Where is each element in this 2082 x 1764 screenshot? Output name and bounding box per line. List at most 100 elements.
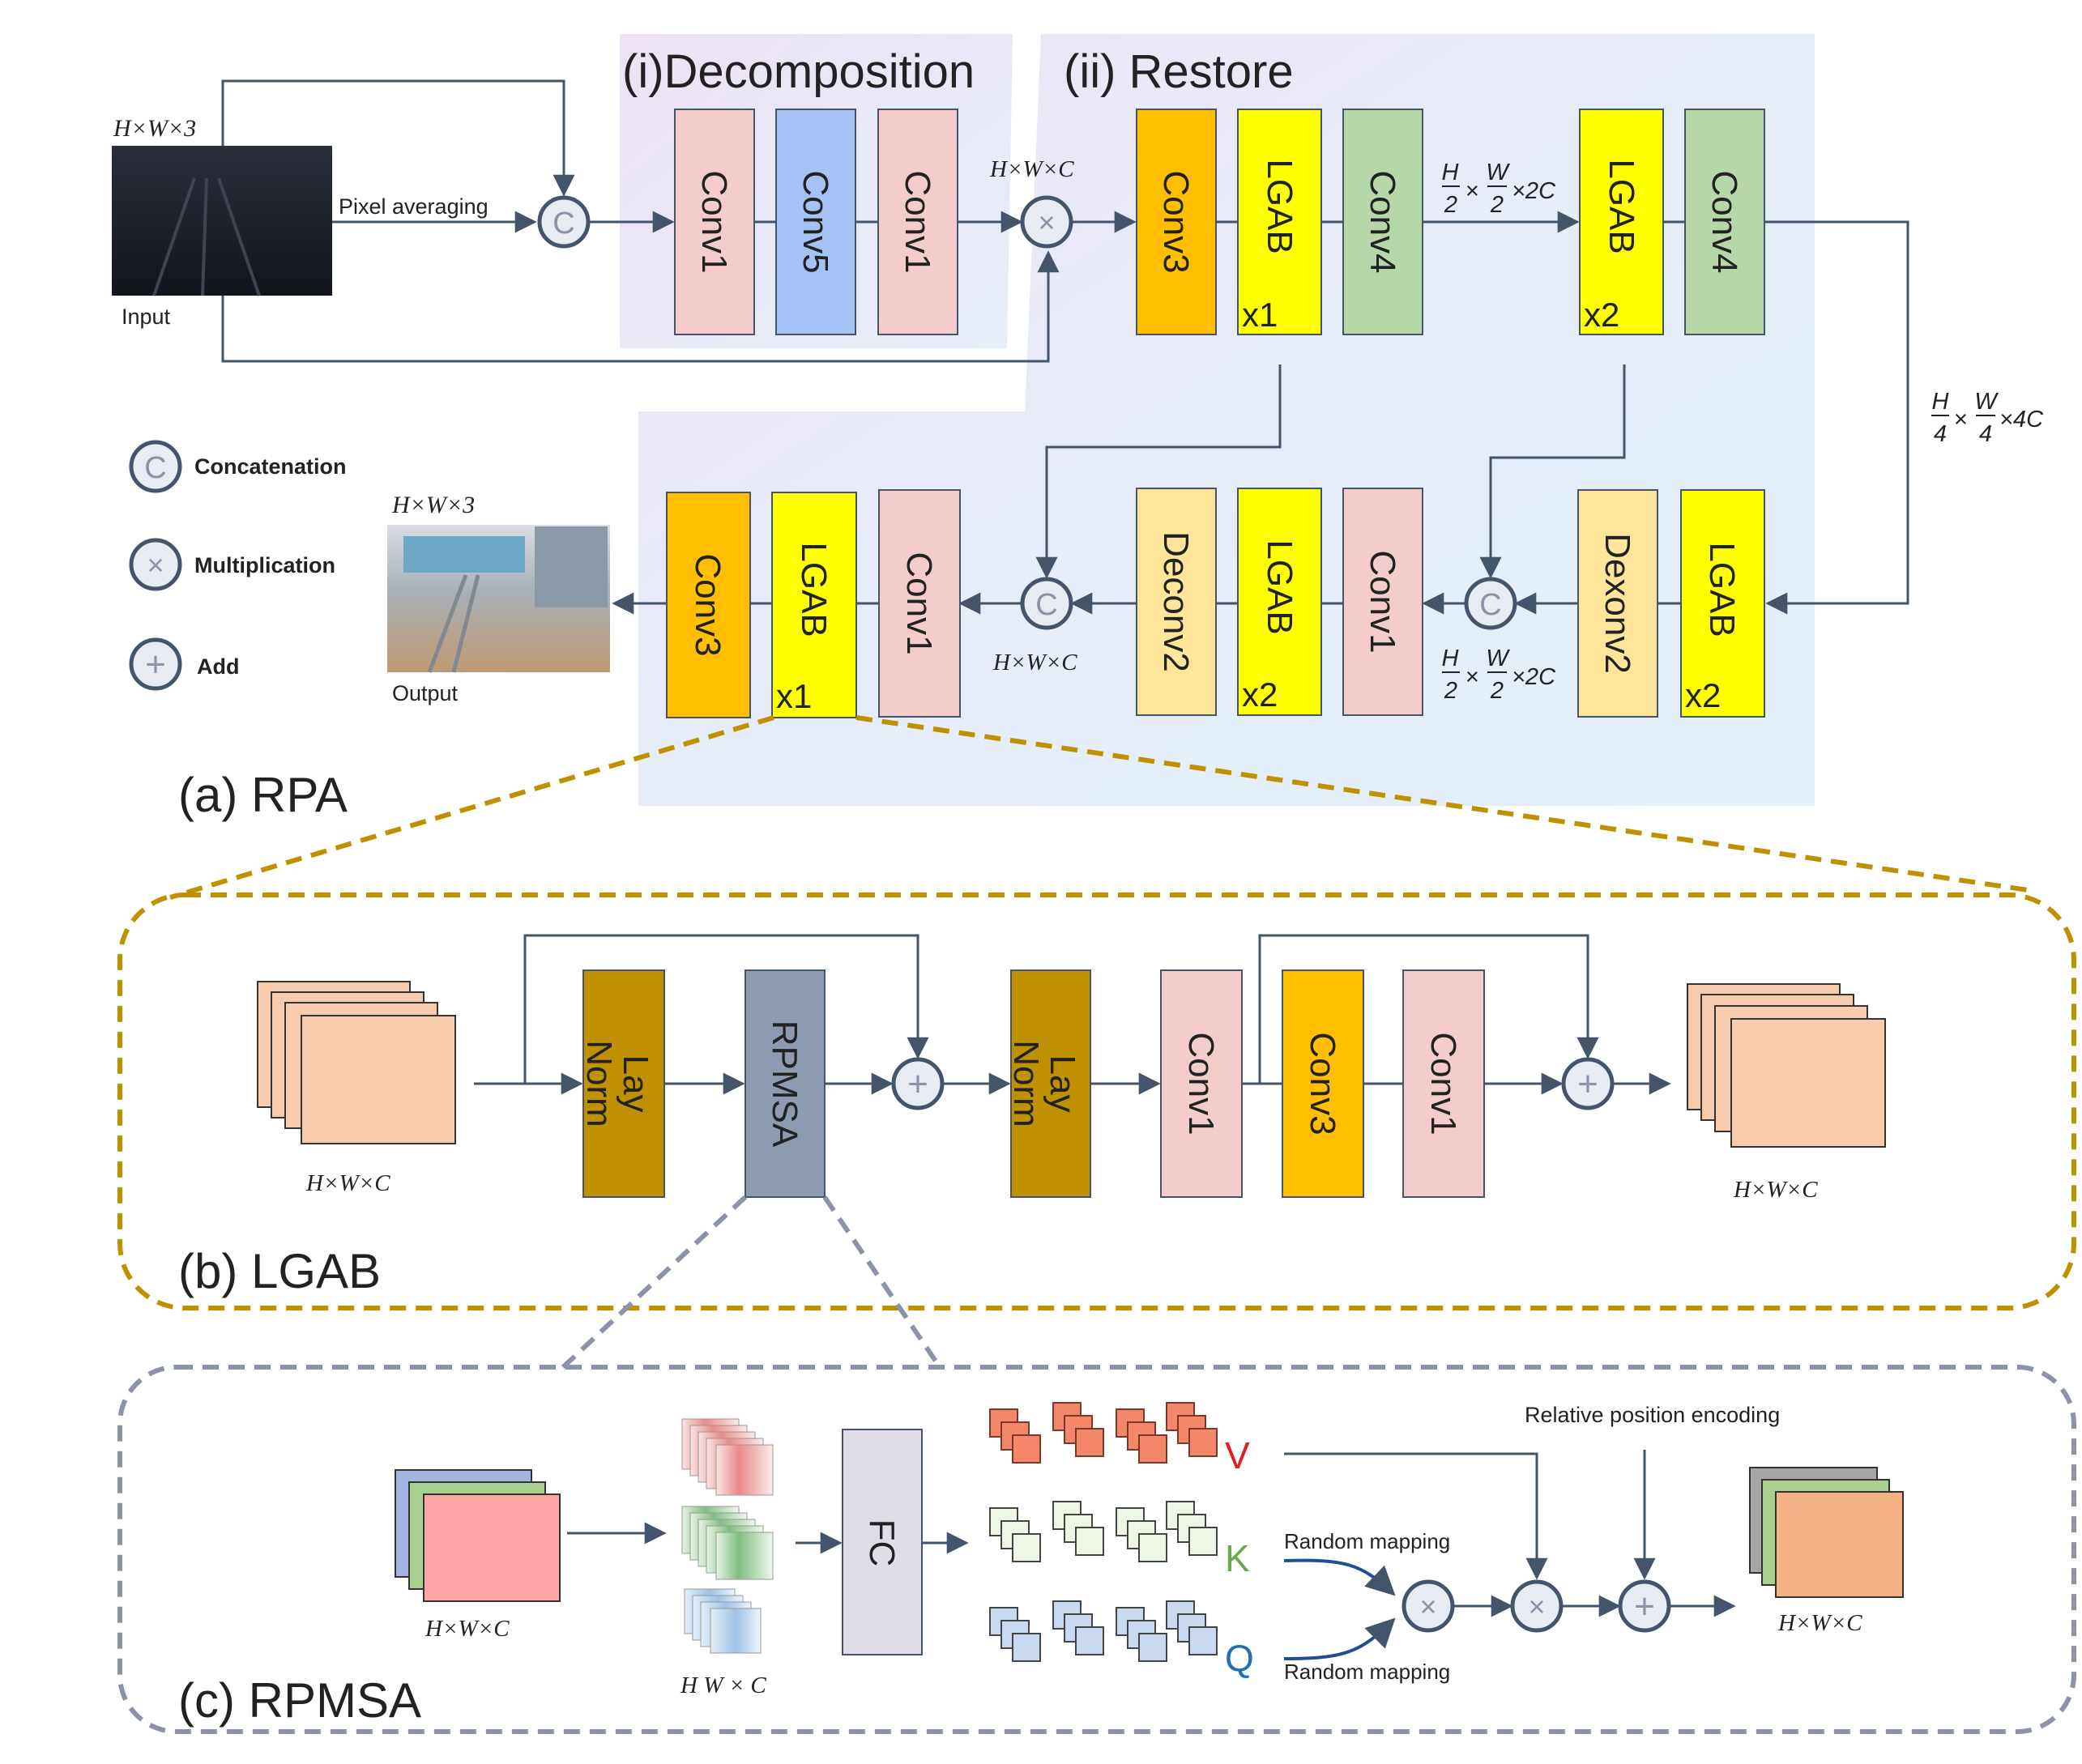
lgab-output-stack: [1687, 983, 1886, 1148]
lgab-add-node-2: +: [1561, 1057, 1615, 1110]
token-square: [1188, 1428, 1218, 1457]
svg-text:LGAB: LGAB: [1260, 539, 1299, 634]
output-image-details: [403, 526, 608, 673]
relative-position-label: Relative position encoding: [1525, 1403, 1780, 1427]
lgab-conv1-a: Conv1: [1160, 969, 1243, 1198]
output-label: Output: [392, 681, 459, 705]
random-mapping-bottom: Random mapping: [1284, 1660, 1450, 1684]
svg-text:Conv1: Conv1: [899, 552, 939, 654]
svg-text:Conv5: Conv5: [796, 170, 835, 273]
dim-quarter-4c: H 4 × W 4 ×4C: [1931, 389, 2044, 447]
svg-text:x2: x2: [1242, 675, 1278, 714]
token-square: [1012, 1633, 1041, 1662]
v-label: V: [1225, 1434, 1250, 1476]
svg-text:LGAB: LGAB: [794, 542, 834, 637]
k-label: K: [1225, 1537, 1250, 1579]
svg-text:×: ×: [1419, 1590, 1436, 1623]
decomp-conv1-a: Conv1: [674, 109, 755, 335]
random-mapping-curve-bottom: [1283, 1617, 1396, 1660]
token-square: [1012, 1533, 1041, 1562]
restore-conv3-bottom: Conv3: [666, 492, 751, 718]
restore-conv1-right: Conv1: [1342, 488, 1423, 716]
svg-text:2: 2: [1490, 192, 1504, 218]
svg-text:2: 2: [1444, 678, 1457, 704]
v-to-mult: [1284, 1452, 1548, 1580]
svg-text:×: ×: [1466, 178, 1479, 204]
svg-text:FC: FC: [862, 1519, 902, 1567]
svg-text:×: ×: [1466, 664, 1479, 690]
heatmap-stack-red: [681, 1418, 774, 1496]
lgab-skip-2: [1242, 934, 1599, 1085]
dim-half-2c-bottom: H 2 × W 2 ×2C: [1442, 646, 1557, 704]
token-square: [1012, 1434, 1041, 1464]
svg-text:Norm: Norm: [579, 1040, 619, 1127]
k-token-cluster: [989, 1501, 1218, 1562]
zoom2-line-right: [822, 1195, 942, 1369]
input-label: Input: [122, 305, 171, 329]
restore-deconv2: Deconv2: [1136, 488, 1217, 716]
input-skip-to-concat: [221, 79, 575, 197]
svg-text:×: ×: [147, 548, 164, 582]
svg-text:H: H: [1442, 160, 1459, 185]
svg-text:H: H: [1932, 389, 1949, 415]
svg-text:4: 4: [1934, 421, 1947, 447]
svg-text:×: ×: [1528, 1590, 1545, 1623]
legend-add-icon: [129, 637, 182, 691]
restore-lgab-x2-bottom-right: LGAB x2: [1680, 489, 1765, 718]
restore-conv4-a: Conv4: [1342, 109, 1423, 335]
zoom-line-right: [855, 715, 2034, 893]
token-square: [1075, 1626, 1104, 1655]
q-token-cluster: [989, 1600, 1218, 1662]
rpmsa-panel: [117, 1365, 2076, 1734]
token-square: [1138, 1533, 1167, 1562]
svg-text:LGAB: LGAB: [1260, 159, 1299, 254]
input-image: [112, 146, 332, 296]
svg-text:×: ×: [1038, 206, 1055, 239]
svg-text:2: 2: [1490, 678, 1504, 704]
lgab-panel: [117, 893, 2076, 1310]
svg-text:W: W: [1974, 389, 1999, 415]
skip-lgab1-down: [1035, 364, 1282, 579]
svg-text:Norm: Norm: [1006, 1040, 1046, 1127]
svg-text:Dexonv2: Dexonv2: [1598, 533, 1637, 674]
legend-mult-icon: [129, 538, 182, 591]
token-square: [1138, 1633, 1167, 1662]
svg-text:x1: x1: [776, 677, 812, 715]
heatmap-stack-blue: [684, 1588, 762, 1654]
restore-conv1-left: Conv1: [878, 489, 961, 718]
svg-text:×: ×: [1954, 407, 1968, 432]
zoom2-line-left: [561, 1195, 748, 1370]
token-square: [1075, 1428, 1104, 1457]
restore-lgab-x2-top: LGAB x2: [1579, 109, 1664, 335]
restore-title: (ii) Restore: [1064, 45, 1294, 98]
svg-text:C: C: [1035, 588, 1057, 622]
legend-concatenation: Concatenation: [194, 454, 347, 479]
svg-text:Conv4: Conv4: [1363, 170, 1402, 273]
svg-text:W: W: [1486, 160, 1510, 185]
svg-text:x2: x2: [1685, 676, 1721, 714]
arrow-bottleneck: [1764, 220, 1909, 615]
rpmsa-caption: (c) RPMSA: [178, 1673, 421, 1728]
lgab-laynorm-2: Lay Norm: [1006, 969, 1091, 1198]
svg-text:Conv3: Conv3: [1156, 170, 1196, 273]
svg-text:Conv1: Conv1: [1181, 1032, 1221, 1135]
restore-lgab-x2-bottom-mid: LGAB x2: [1237, 488, 1322, 716]
rpmsa-input-stack: [395, 1469, 561, 1602]
lgab-input-stack: [257, 981, 456, 1144]
svg-text:Conv3: Conv3: [1303, 1032, 1342, 1135]
svg-text:x1: x1: [1242, 296, 1278, 334]
svg-text:Lay: Lay: [1043, 1055, 1082, 1113]
svg-text:4: 4: [1979, 421, 1992, 447]
concat-glyph: C: [552, 207, 574, 241]
input-image-lanes: [152, 177, 261, 296]
rpmsa-fc-block: FC: [842, 1429, 923, 1655]
concat-node-right: C: [1464, 577, 1517, 630]
rpmsa-out-dim: H×W×C: [1777, 1610, 1862, 1636]
v-token-cluster: [989, 1402, 1218, 1464]
lgab-in-dim: H×W×C: [305, 1170, 390, 1196]
lgab-skip-1: [523, 934, 929, 1084]
decomp-conv5: Conv5: [775, 109, 856, 335]
lgab-add-node-1: +: [891, 1057, 945, 1110]
svg-text:LGAB: LGAB: [1602, 159, 1641, 254]
